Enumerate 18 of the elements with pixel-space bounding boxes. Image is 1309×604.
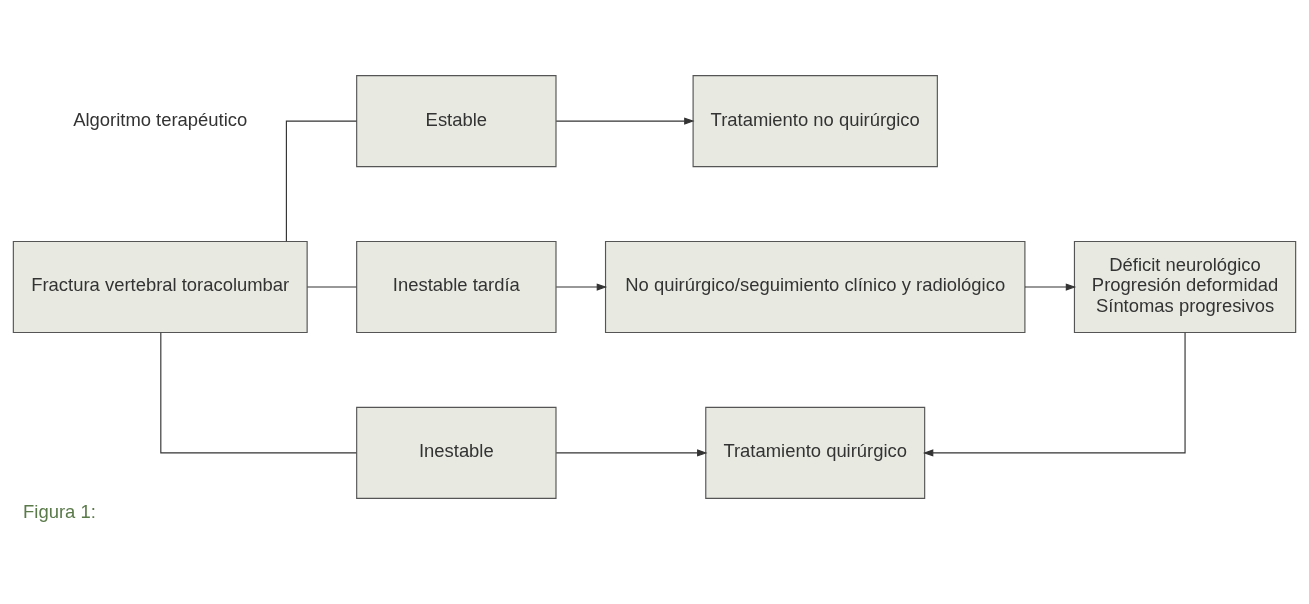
node-box: No quirúrgico/seguimiento clínico y radiológico bbox=[604, 240, 1026, 334]
arrow bbox=[555, 117, 695, 125]
arrow bbox=[555, 449, 708, 457]
caption: Figura 1: bbox=[23, 500, 96, 522]
node-box: Déficit neurológico Progresión deformidad Síntomas progresivos bbox=[1073, 240, 1297, 334]
node-box: Inestable tardía bbox=[356, 240, 557, 334]
connector bbox=[160, 332, 357, 454]
node-box: Tratamiento quirúrgico bbox=[705, 406, 926, 499]
arrow bbox=[1024, 283, 1077, 291]
arrow bbox=[922, 332, 1186, 457]
arrow bbox=[555, 283, 608, 291]
connector bbox=[306, 286, 357, 288]
connector bbox=[285, 120, 358, 242]
node-box: Tratamiento no quirúrgico bbox=[692, 75, 938, 168]
label: Algoritmo terapéutico bbox=[73, 108, 248, 130]
node-box: Estable bbox=[356, 75, 557, 168]
node-box: Inestable bbox=[356, 406, 557, 499]
node-box: Fractura vertebral toracolumbar bbox=[12, 240, 308, 334]
